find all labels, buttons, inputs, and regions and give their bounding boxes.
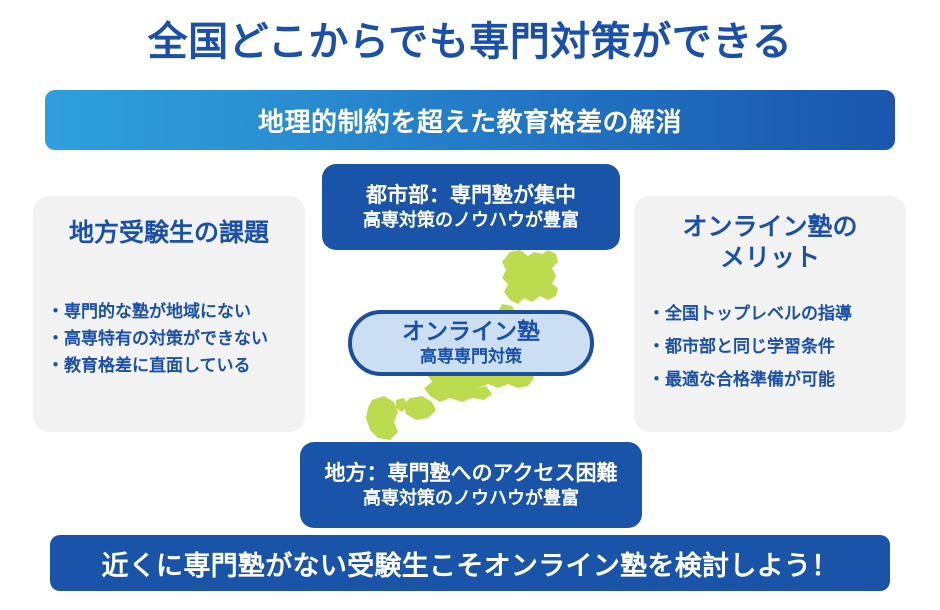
left-card-bullet-list: ・専門的な塾が地域にない ・高専特有の対策ができない ・教育格差に直面している [47, 300, 337, 381]
page-title: 全国どこからでも専門対策ができる [147, 20, 793, 64]
top-callout-line2: 高専対策のノウハウが豊富 [363, 209, 579, 230]
left-card-heading: 地方受験生の課題 [68, 219, 269, 247]
right-card-heading-line1: オンライン塾の [682, 213, 858, 241]
list-item: ・最適な合格準備が可能 [648, 370, 835, 390]
right-card-bullet-list: ・全国トップレベルの指導 ・都市部と同じ学習条件 ・最適な合格準備が可能 [648, 302, 916, 392]
subtitle-banner: 地理的制約を超えた教育格差の解消 [45, 90, 895, 150]
right-card-merits: オンライン塾の メリット ・全国トップレベルの指導 ・都市部と同じ学習条件 ・最… [634, 196, 906, 432]
right-card-heading-line2: メリット [719, 243, 820, 272]
list-item: ・高専特有の対策ができない [47, 329, 268, 349]
bottom-callout-line2: 高専対策のノウハウが豊富 [363, 487, 579, 508]
bottom-callout-rural: 地方：専門塾へのアクセス困難 高専対策のノウハウが豊富 [300, 442, 642, 528]
top-callout-line1: 都市部：専門塾が集中 [366, 183, 576, 207]
center-badge-subtitle: 高専専門対策 [420, 347, 522, 367]
bottom-callout-line1: 地方：専門塾へのアクセス困難 [324, 461, 618, 485]
list-item: ・専門的な塾が地域にない [47, 302, 251, 321]
bottom-banner-label: 近くに専門塾がない受験生こそオンライン塾を検討しよう！ [101, 550, 839, 581]
list-item: ・都市部と同じ学習条件 [648, 337, 835, 357]
list-item: ・全国トップレベルの指導 [648, 304, 852, 323]
center-badge-title: オンライン塾 [402, 317, 540, 344]
subtitle-banner-label: 地理的制約を超えた教育格差の解消 [257, 106, 682, 137]
bottom-conclusion-banner: 近くに専門塾がない受験生こそオンライン塾を検討しよう！ [50, 535, 890, 591]
list-item: ・教育格差に直面している [47, 356, 251, 376]
top-callout-urban: 都市部：専門塾が集中 高専対策のノウハウが豊富 [322, 164, 620, 250]
left-card-challenges: 地方受験生の課題 ・専門的な塾が地域にない ・高専特有の対策ができない ・教育格… [33, 196, 305, 432]
right-card-heading: オンライン塾の メリット [626, 212, 914, 273]
center-badge-online-juku: オンライン塾 高専専門対策 [348, 310, 594, 376]
